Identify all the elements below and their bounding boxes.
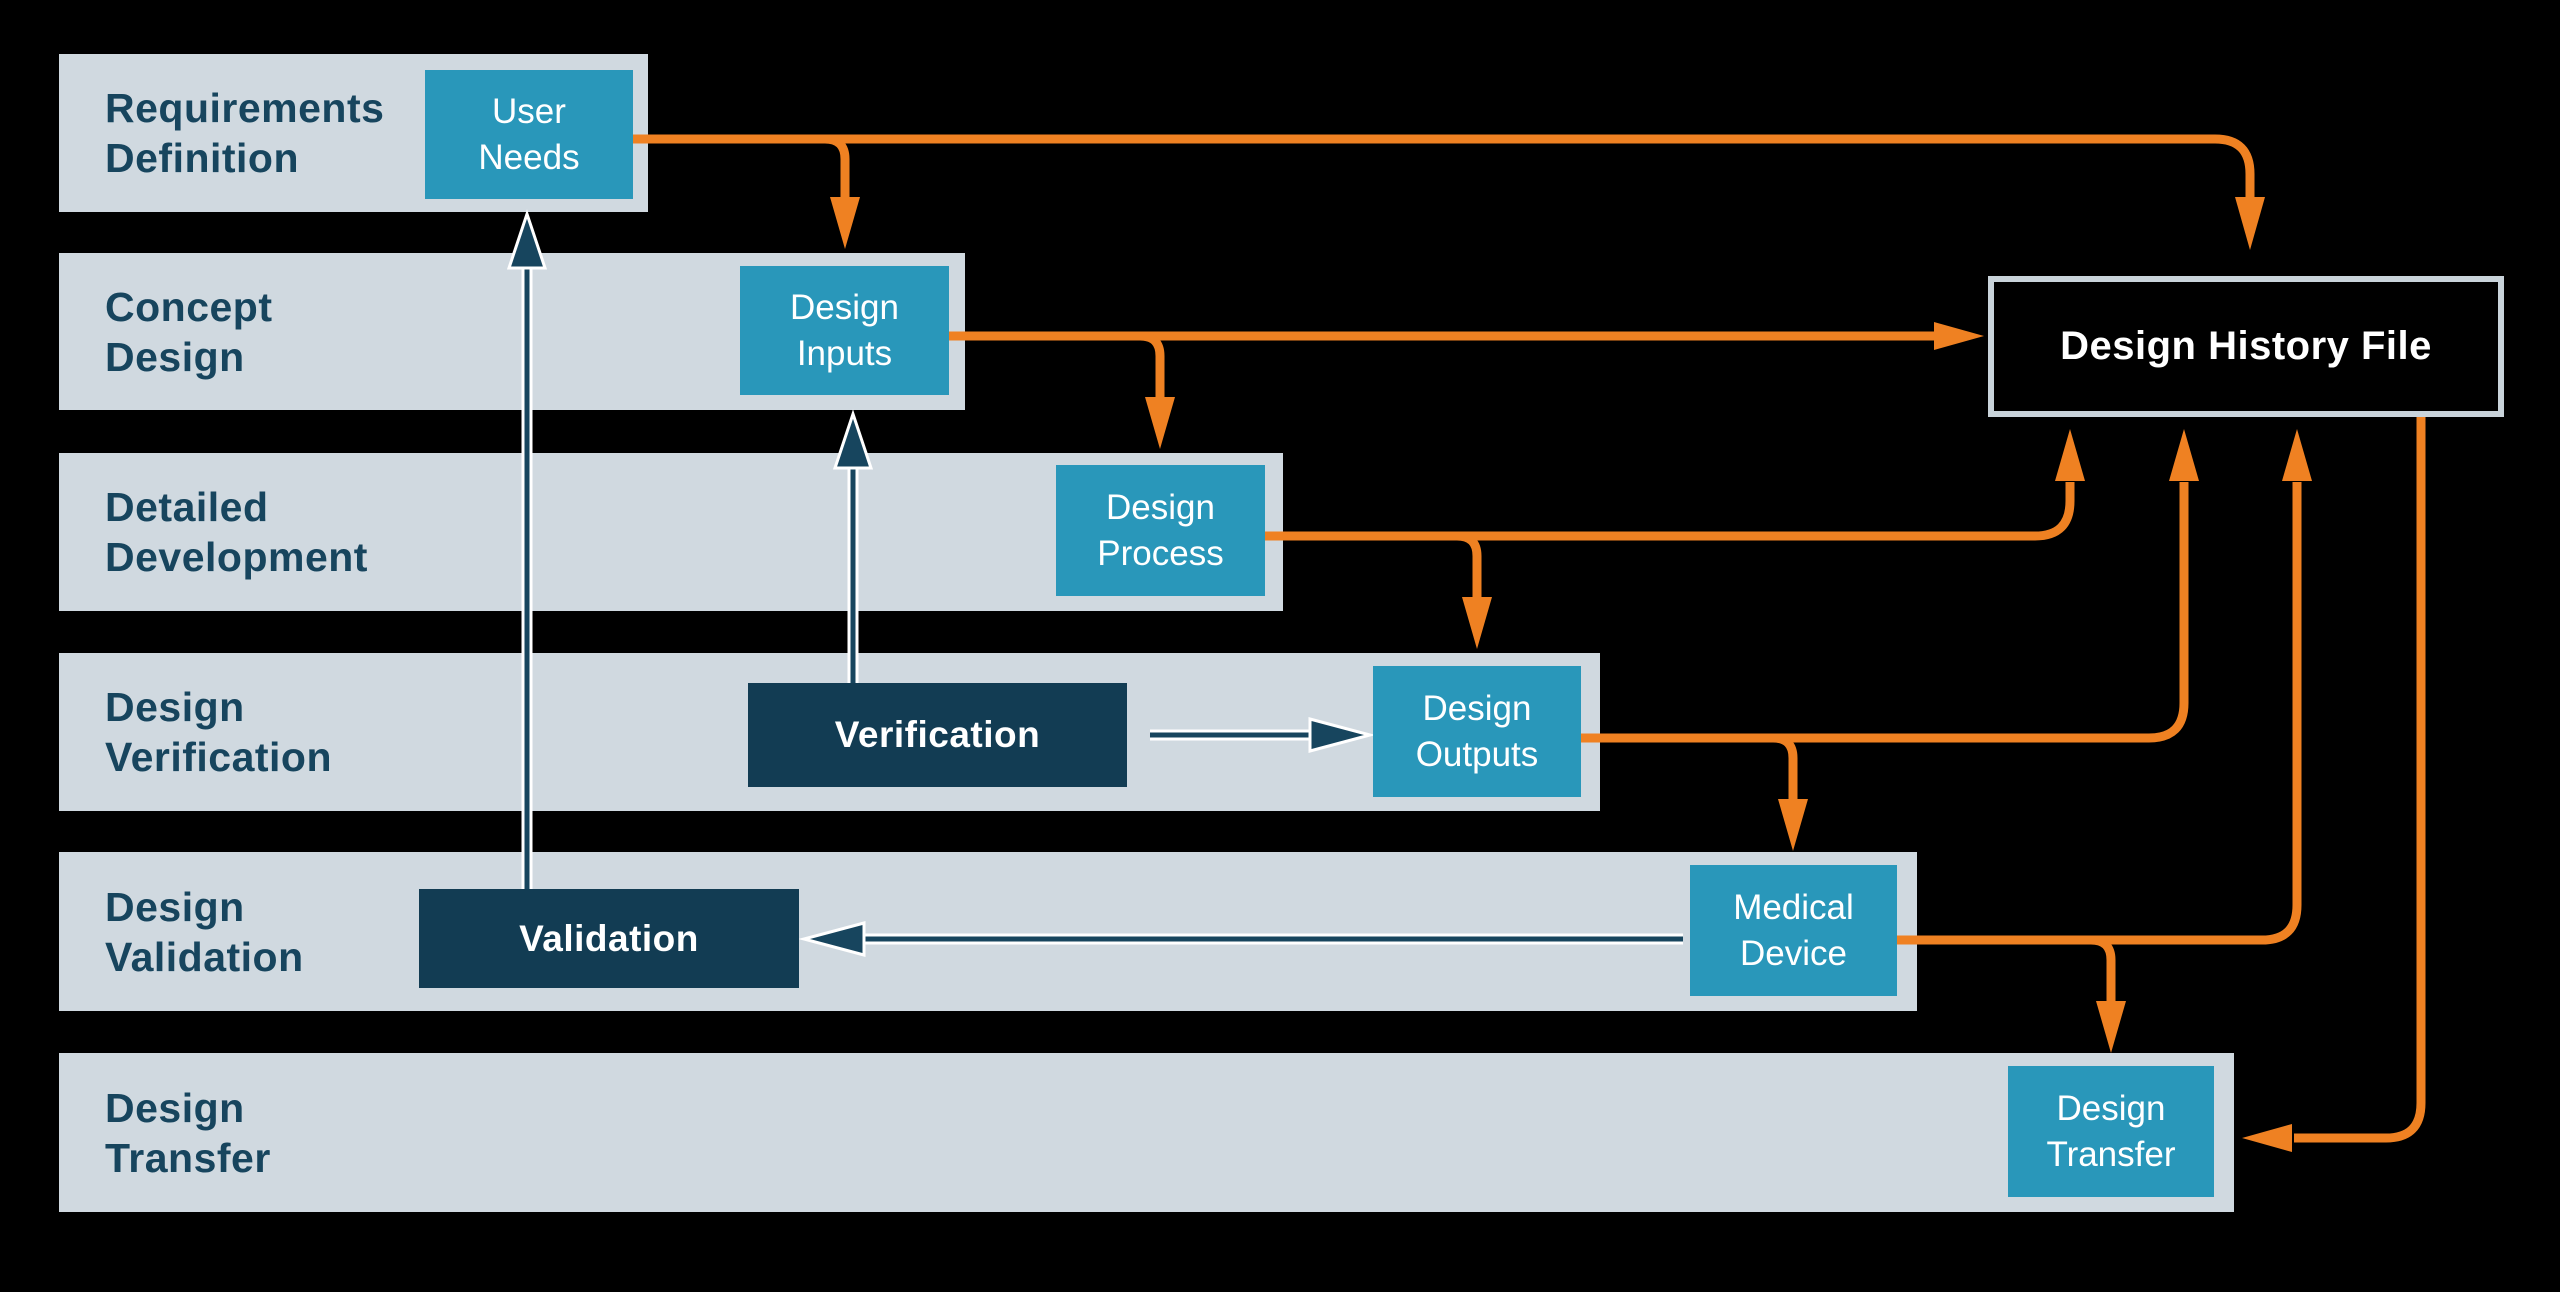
process-box-verification: Verification [748, 683, 1127, 787]
arrow-user-needs-to-dhf [633, 134, 2265, 250]
design-history-file-box: Design History File [1988, 276, 2504, 417]
stage-box-medical-device: Medical Device [1690, 865, 1897, 996]
arrow-design-process-to-design-outputs [1456, 531, 1492, 649]
row-design-transfer: Design Transfer [59, 1053, 2234, 1212]
row-design-validation: Design Validation [59, 852, 1917, 1011]
row-label-requirements-definition: Requirements Definition [105, 84, 385, 181]
stage-box-design-outputs: Design Outputs [1373, 666, 1581, 797]
arrow-design-process-to-dhf [1265, 429, 2085, 541]
arrow-design-inputs-to-dhf [949, 322, 1984, 350]
row-label-design-validation: Design Validation [105, 883, 304, 980]
process-box-validation: Validation [419, 889, 799, 988]
arrow-dhf-to-design-transfer [2242, 417, 2426, 1152]
stage-box-design-transfer: Design Transfer [2008, 1066, 2214, 1197]
row-label-concept-design: Concept Design [105, 283, 273, 380]
arrow-design-inputs-to-design-process [1139, 331, 1175, 449]
arrow-medical-device-to-dhf [1897, 429, 2312, 945]
row-label-design-verification: Design Verification [105, 683, 333, 780]
stage-box-user-needs: User Needs [425, 70, 633, 199]
row-label-design-transfer: Design Transfer [105, 1084, 271, 1181]
stage-box-design-inputs: Design Inputs [740, 266, 949, 395]
stage-box-design-process: Design Process [1056, 465, 1265, 596]
arrow-medical-device-to-design-transfer [2090, 935, 2126, 1053]
arrow-design-outputs-to-medical-device [1772, 733, 1808, 851]
row-label-detailed-development: Detailed Development [105, 483, 368, 580]
arrow-design-outputs-to-dhf [1581, 429, 2199, 743]
arrow-user-needs-to-design-inputs [824, 134, 860, 249]
